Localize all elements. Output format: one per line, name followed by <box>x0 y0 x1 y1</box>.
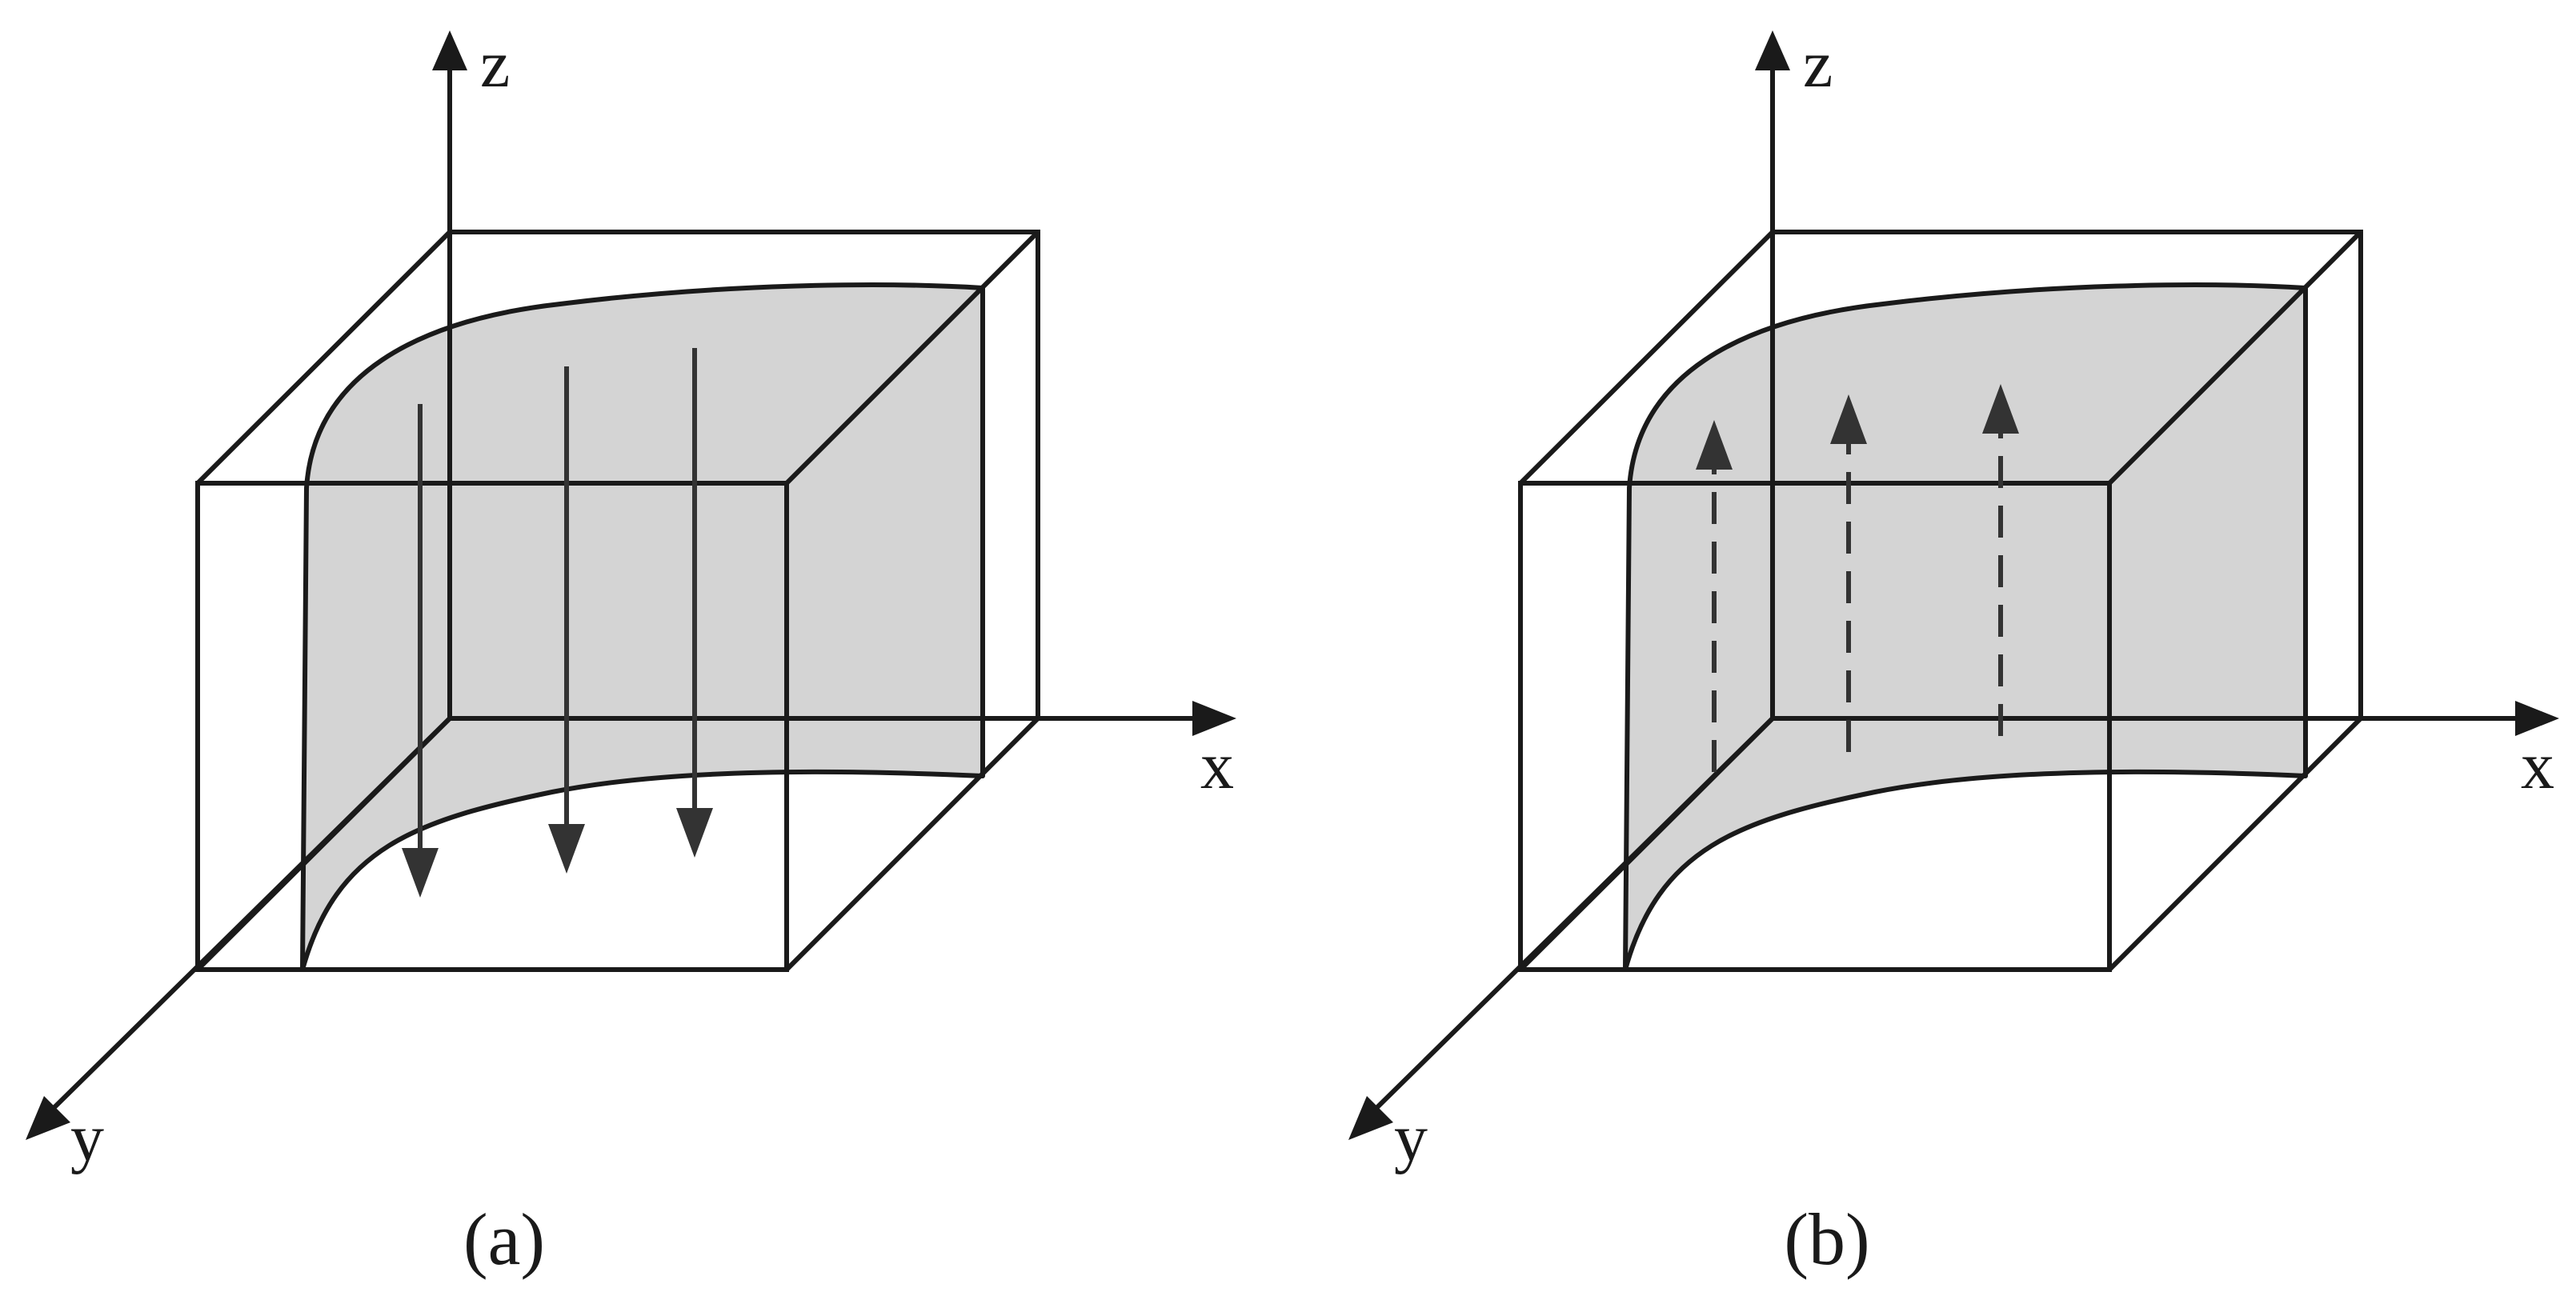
panel-b-flow-arrows <box>1696 384 2019 772</box>
panel-a-caption: (a) <box>463 1198 545 1280</box>
flow-arrow-3-head <box>1982 384 2019 434</box>
flow-arrow-1-head <box>1696 420 1733 470</box>
panel-b: z x y (b) <box>1348 27 2559 1280</box>
panel-b-caption: (b) <box>1784 1198 1869 1280</box>
panel-a-flow-arrows <box>402 348 713 898</box>
panel-a-y-label: y <box>70 1101 104 1175</box>
panel-b-y-label: y <box>1394 1101 1428 1175</box>
panel-b-z-label: z <box>1803 27 1833 102</box>
flow-arrow-1-head <box>402 848 439 898</box>
panel-a: z x y (a) <box>26 27 1236 1280</box>
panel-a-z-label: z <box>480 27 510 102</box>
flow-arrow-2-head <box>1830 394 1867 444</box>
panel-a-x-label: x <box>1200 729 1234 803</box>
panel-b-box-surface-axes <box>1348 30 2559 1140</box>
flow-arrow-2-head <box>548 824 585 874</box>
panel-a-box-surface-axes <box>26 30 1236 1140</box>
panel-b-x-label: x <box>2521 729 2554 803</box>
flow-arrow-3-head <box>676 808 713 858</box>
